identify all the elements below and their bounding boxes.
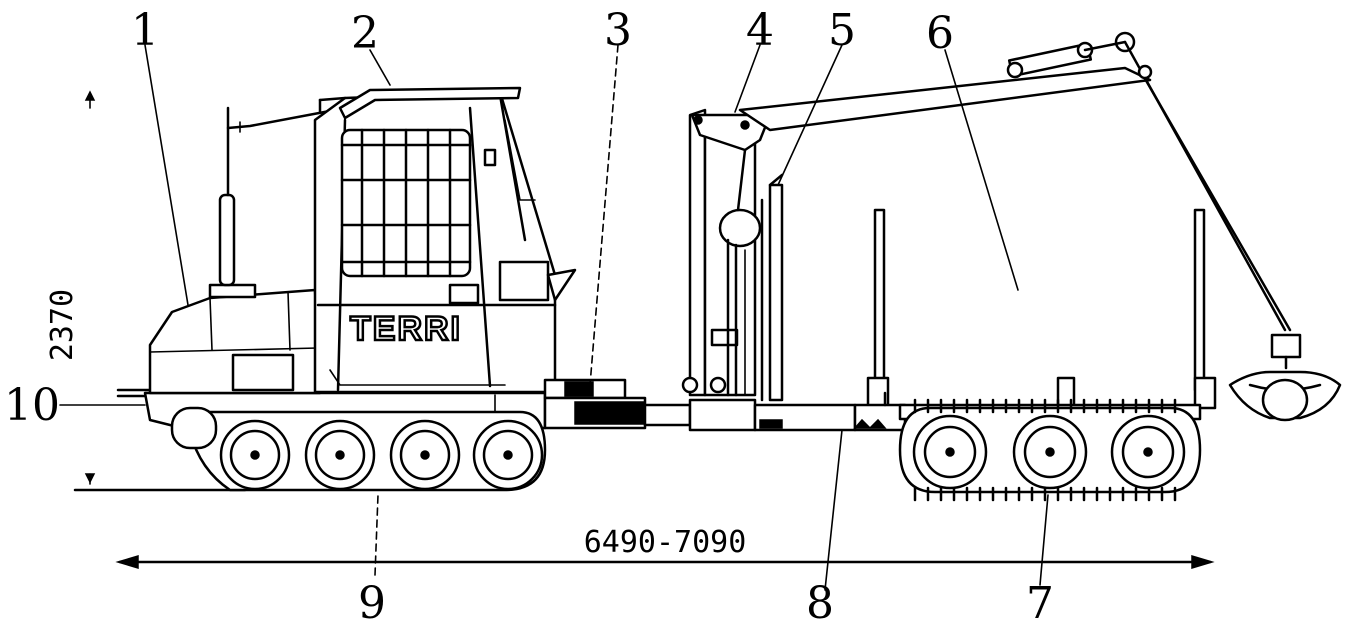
callout-6: 6 [926,8,954,59]
rear-track [898,398,1202,502]
callout-4: 4 [746,5,774,56]
callout-7: 7 [1026,578,1054,624]
rear-wheel-2 [1012,414,1088,490]
callout-10: 10 [4,380,60,431]
bunk-stakes [866,208,1217,410]
crane [681,31,1342,422]
front-track [170,406,547,492]
callout-9: 9 [358,578,386,624]
height-dimension-label: 2370 [45,289,80,361]
front-wheel-2 [304,419,376,491]
callout-5: 5 [828,5,856,56]
callout-labels: 1 2 3 4 5 6 7 8 9 10 [4,5,1054,624]
articulation-joint [543,378,757,432]
rear-track-cleats [913,398,1177,502]
callout-3: 3 [604,5,632,56]
front-wheel-1 [219,419,291,491]
front-wheel-4 [472,419,544,491]
cab-window-grid [340,128,472,278]
brand-logo-text: TERRI [350,310,462,348]
rear-wheel-3 [1110,414,1186,490]
callout-1: 1 [131,5,159,56]
rear-wheel-1 [912,414,988,490]
callout-8: 8 [806,578,834,624]
front-unit: TERRI [116,86,577,442]
leader-lines [59,44,1049,591]
length-dimension-label: 6490-7090 [584,525,747,560]
front-wheel-3 [389,419,461,491]
callout-2: 2 [351,8,379,59]
height-dimension: 2370 [45,90,247,492]
front-load-gate [760,173,784,402]
length-dimension: 6490-7090 [115,525,1215,570]
